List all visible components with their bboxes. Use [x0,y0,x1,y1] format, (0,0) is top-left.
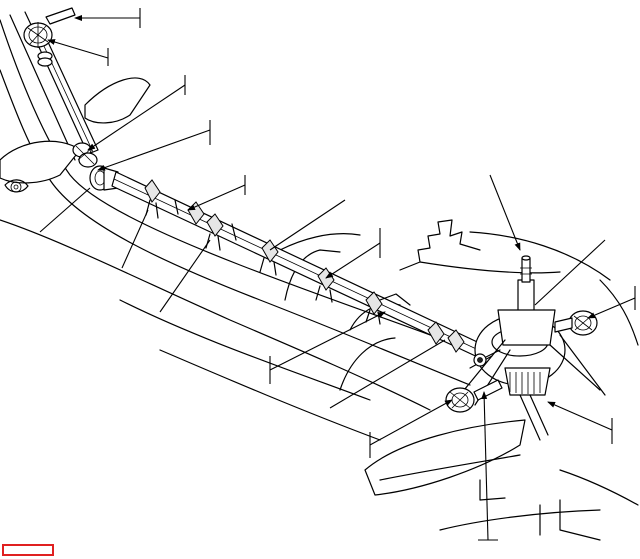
upper-drive-shaft [23,7,99,168]
leader-5 [187,184,246,211]
upper-flexible-coupling [23,22,53,67]
lower-flexible-coupling [72,142,98,168]
leader-3 [87,84,186,151]
leader-17 [369,399,453,446]
leader-14 [534,239,606,306]
leader-8 [159,239,211,313]
leader-13 [489,174,521,251]
page-marker-box [2,544,54,556]
gearbox-assembly [445,255,606,441]
leader-15 [587,297,636,319]
leader-18 [481,391,489,541]
leader-16 [547,401,613,431]
forward-shaft-coupling [89,165,119,191]
leader-4 [97,129,211,171]
tail-fin-left [0,77,151,193]
leader-6 [39,187,91,233]
leader-2 [47,39,109,59]
hanger-bearing-5 [315,267,335,303]
leader-9 [269,199,346,251]
aft-shaft-coupling [427,321,465,353]
callout-leaders [39,8,636,541]
hanger-bearing-4 [259,239,279,276]
main-drive-shaft [89,165,491,361]
right-input-coupling [554,310,598,336]
fuselage-outline [0,11,639,441]
leader-12 [329,339,446,409]
stabilizer-lower [364,419,639,541]
gearbox-sump [504,367,551,396]
left-input-coupling [445,379,503,413]
tail-rotor-hub [473,353,487,367]
leader-7 [121,209,149,269]
leader-11 [269,311,386,371]
leader-10 [325,242,381,279]
